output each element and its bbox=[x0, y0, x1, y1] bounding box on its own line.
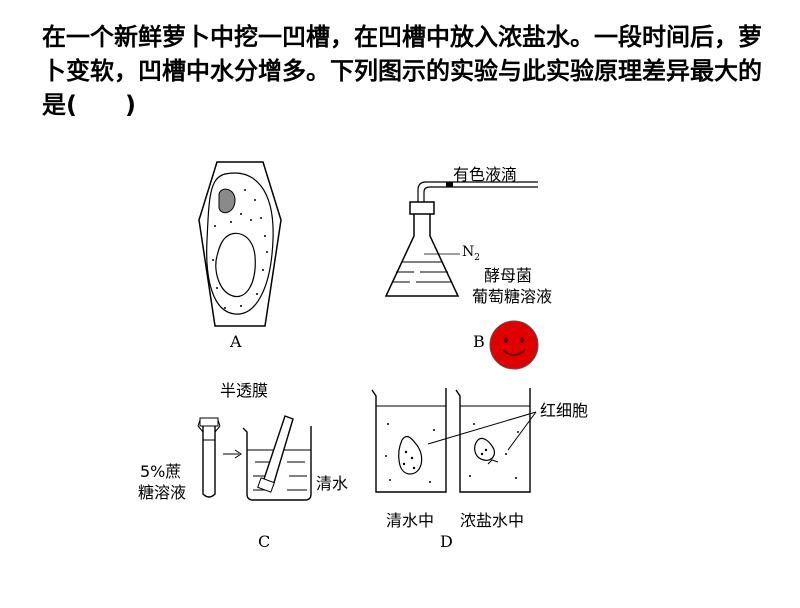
figure-c-osmosis bbox=[197, 415, 312, 501]
figure-a-label: A bbox=[230, 332, 242, 351]
gas-label-n: N bbox=[462, 244, 475, 260]
right-beaker-label: 浓盐水中 bbox=[460, 511, 525, 530]
smiley-face-icon bbox=[489, 320, 539, 370]
question-text: 在一个新鲜萝卜中挖一凹槽，在凹槽中放入浓盐水。一段时间后，萝卜变软，凹槽中水分增… bbox=[42, 23, 762, 119]
gas-label-subscript: 2 bbox=[474, 252, 480, 263]
yeast-label: 酵母菌 bbox=[484, 266, 533, 285]
glucose-solution-label: 葡萄糖溶液 bbox=[472, 287, 553, 306]
gas-label: N2 bbox=[462, 244, 480, 263]
droplet-label: 有色液滴 bbox=[453, 165, 518, 184]
figure-a-plant-cell bbox=[198, 161, 282, 327]
water-label: 清水 bbox=[316, 474, 349, 493]
figure-b-label: B bbox=[473, 332, 485, 351]
membrane-label: 半透膜 bbox=[220, 381, 269, 400]
tube-label-line2: 糖溶液 bbox=[138, 483, 187, 502]
figure-d-label: D bbox=[440, 532, 453, 551]
red-blood-cell-label: 红细胞 bbox=[540, 401, 589, 420]
tube-label-line1: 5%蔗 bbox=[140, 462, 182, 481]
figure-c-label: C bbox=[258, 532, 271, 551]
figure-d-beakers bbox=[371, 388, 537, 493]
figure-b-flask bbox=[384, 181, 538, 297]
left-beaker-label: 清水中 bbox=[386, 511, 435, 530]
